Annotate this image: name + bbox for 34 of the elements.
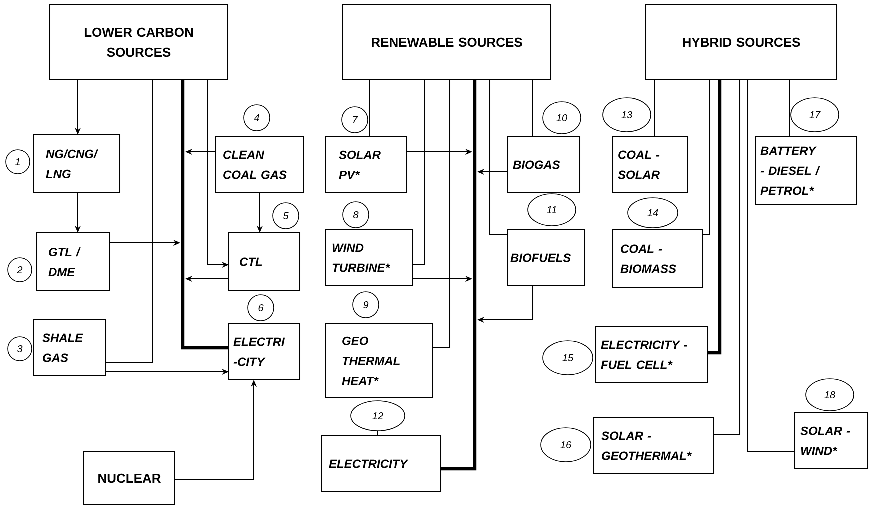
connector-line <box>441 80 477 471</box>
connector-line <box>532 80 534 138</box>
connector-line <box>432 80 450 348</box>
category-box: RENEWABLE SOURCES <box>342 4 552 80</box>
connector-line <box>714 80 740 436</box>
category-box: HYBRID SOURCES <box>646 4 838 80</box>
process-box: CTL <box>228 232 300 292</box>
process-box: COAL - SOLAR <box>612 136 688 194</box>
process-box: GTL / DME <box>36 232 110 292</box>
process-box: BIOFUELS <box>508 230 586 286</box>
category-box: LOWER CARBON SOURCES <box>50 4 228 80</box>
process-box: CLEAN COAL GAS <box>216 136 304 194</box>
connector-line <box>702 80 710 236</box>
connector-line <box>181 80 229 350</box>
connector-line <box>490 80 508 236</box>
process-box: SHALE GAS <box>34 320 106 376</box>
connector-line <box>106 80 154 364</box>
category-box: NUCLEAR <box>84 452 176 506</box>
connector-line <box>708 80 722 355</box>
process-box: BIOGAS <box>508 136 580 194</box>
process-box: WIND TURBINE* <box>326 230 414 286</box>
process-box: SOLAR - WIND* <box>794 412 868 470</box>
process-box: SOLAR PV* <box>326 136 408 194</box>
process-box: NG/CNG/ LNG <box>34 134 120 194</box>
process-box: GEO THERMAL HEAT* <box>326 324 434 398</box>
process-box: ELECTRICITY - FUEL CELL* <box>596 326 708 384</box>
connector-line <box>412 80 426 266</box>
process-box: COAL - BIOMASS <box>612 230 704 288</box>
process-box: ELECTRICITY <box>322 436 442 492</box>
connector-line <box>654 80 656 138</box>
process-box: BATTERY - DIESEL / PETROL* <box>756 136 858 206</box>
process-box: SOLAR - GEOTHERMAL* <box>594 418 714 474</box>
connector-line <box>748 80 796 452</box>
process-box: ELECTRI -CITY <box>228 324 300 380</box>
